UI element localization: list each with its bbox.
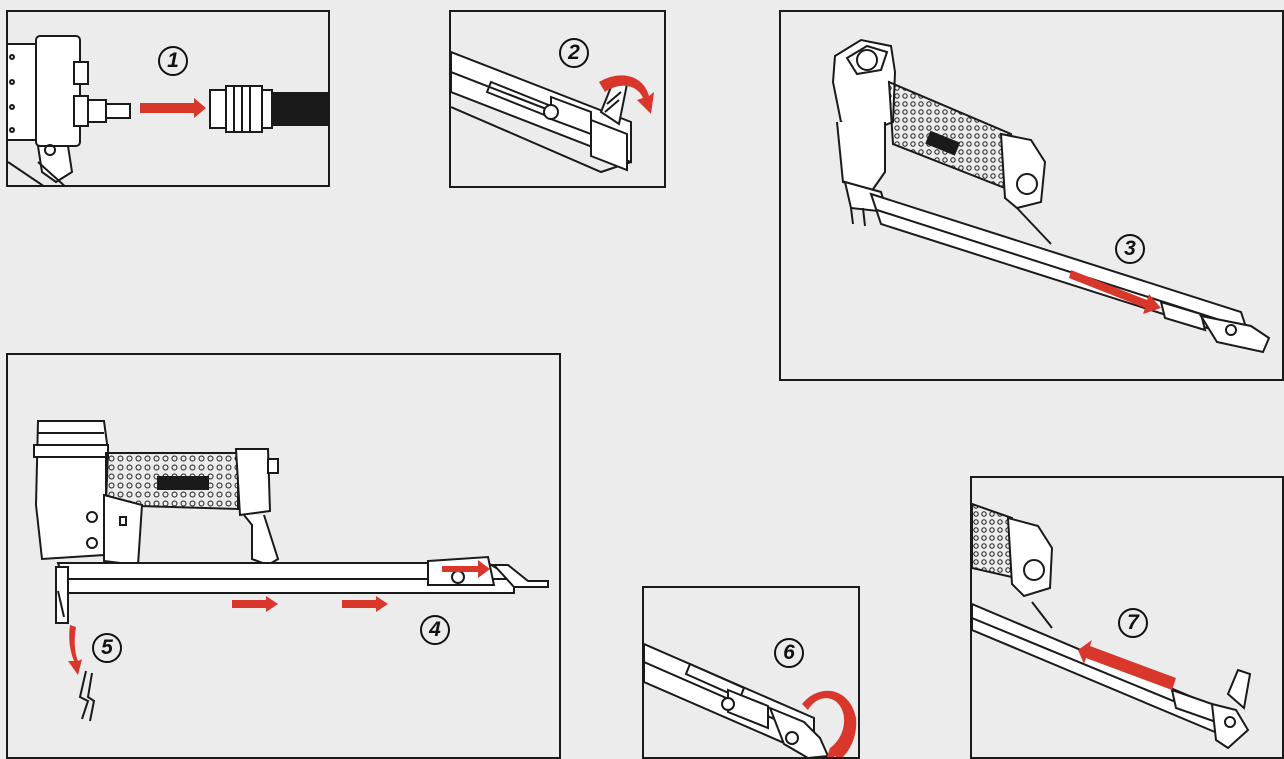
step-4-badge: 4 — [420, 615, 450, 645]
panel-step-7: 7 — [970, 476, 1284, 759]
latch-lever-icon — [451, 50, 654, 174]
step-5-badge: 5 — [92, 633, 122, 663]
step-7-badge: 7 — [1118, 608, 1148, 638]
panel-step-4-5: 4 5 — [6, 353, 561, 759]
hose-icon — [209, 85, 273, 133]
panel-step-6: 6 — [642, 586, 860, 759]
stapler-icon — [33, 420, 549, 722]
step-1-badge: 1 — [158, 46, 188, 76]
panel-step-2: 2 — [449, 10, 666, 188]
magazine-rail-icon — [972, 502, 1252, 750]
step-3-badge: 3 — [1115, 234, 1145, 264]
latch-lever-icon — [644, 642, 857, 757]
stapler-icon — [831, 38, 1271, 354]
air-fitting-icon — [8, 35, 328, 185]
step-6-badge: 6 — [774, 638, 804, 668]
panel-step-3: 3 — [779, 10, 1284, 381]
staple-strip-icon — [78, 670, 90, 720]
panel-step-1: 1 — [6, 10, 330, 187]
step-2-badge: 2 — [559, 38, 589, 68]
